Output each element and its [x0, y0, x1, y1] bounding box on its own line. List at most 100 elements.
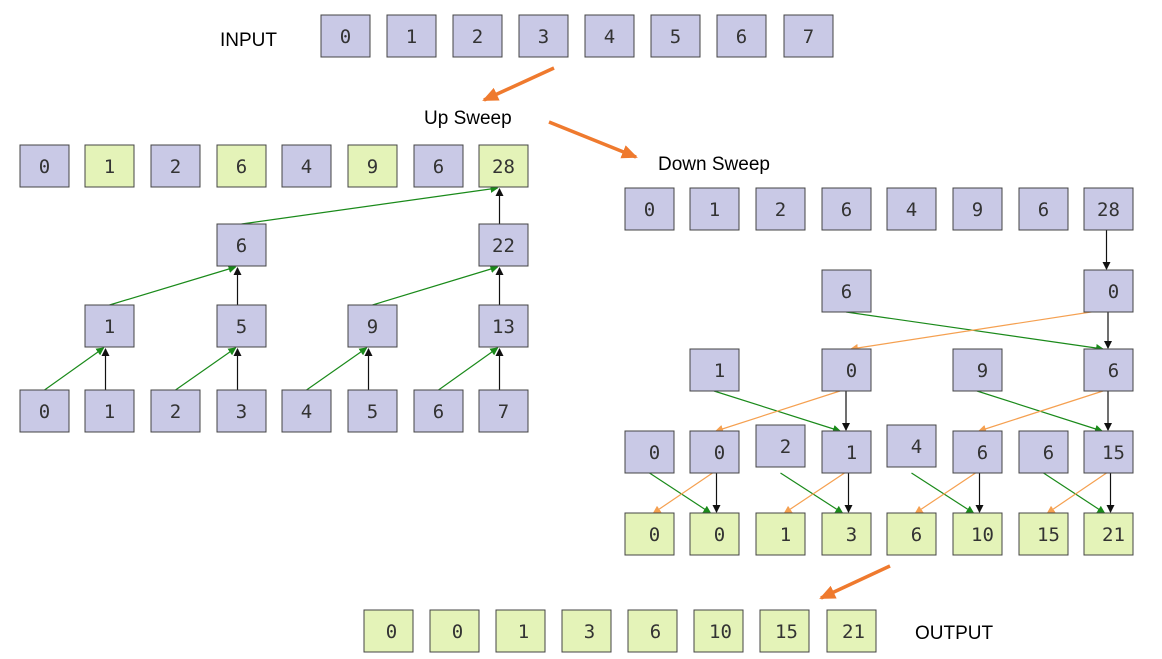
- output-cell-6: 15: [759, 609, 810, 653]
- input-cell-3: 3: [518, 14, 569, 58]
- down-row4-cell-0-value: 0: [649, 442, 660, 464]
- output-cell-5: 10: [693, 609, 744, 653]
- down-row4-cell-4-rect: [886, 424, 937, 468]
- down-row3-cell-2-value: 9: [977, 360, 988, 382]
- input-cell-1-rect: [386, 14, 437, 58]
- up-level2-cell-2: 9: [347, 304, 398, 348]
- up-l3-green-arrow-0: [241, 185, 499, 225]
- output-cell-7-value: 21: [842, 621, 865, 643]
- down-row1-cell-2-rect: [755, 187, 806, 231]
- output-cell-2-rect: [495, 609, 546, 653]
- down-row3-cell-3-rect: [1083, 348, 1134, 392]
- down-row1-cell-2-value: 2: [775, 199, 786, 221]
- down-r4-orange-arrow-2: [914, 472, 976, 514]
- input-cell-4: 4: [584, 14, 635, 58]
- up-level1-cell-2-rect: [150, 389, 201, 433]
- up-level1-cell-3-rect: [216, 389, 267, 433]
- down-row4-cell-1: 0: [689, 430, 740, 474]
- output-cell-4-rect: [627, 609, 678, 653]
- output-cell-5-value: 10: [709, 621, 732, 643]
- down-row2-cell-1: 0: [1083, 269, 1134, 313]
- output-cell-3-value: 3: [584, 621, 595, 643]
- up-level2-cell-1-value: 5: [236, 316, 247, 338]
- input-cell-5-value: 5: [670, 26, 681, 48]
- down-row3-cell-1-value: 0: [846, 360, 857, 382]
- down-row4-cell-3: 1: [821, 430, 872, 474]
- up-l1-green-arrow-0: [44, 347, 105, 391]
- up-level3-cell-0: 6: [216, 223, 267, 267]
- up-level1-cell-4-rect: [281, 389, 332, 433]
- up-result-cell-5-rect: [347, 144, 398, 188]
- output-cell-0-rect: [363, 609, 414, 653]
- up-level1-cell-2-value: 2: [170, 401, 181, 423]
- output-cell-4-value: 6: [650, 621, 661, 643]
- down-row3-cell-0-rect: [689, 348, 740, 392]
- down-row5-cell-5: 10: [952, 512, 1003, 556]
- down-row1-cell-0: 0: [624, 187, 675, 231]
- flow-arrow-input-to-up: [482, 66, 555, 102]
- down-row3-cell-2-rect: [952, 348, 1003, 392]
- up-result-cell-3: 6: [216, 144, 267, 188]
- down-row1-cell-0-value: 0: [644, 199, 655, 221]
- down-row5-cell-1-rect: [689, 512, 740, 556]
- down-row1-cell-5-value: 9: [972, 199, 983, 221]
- down-row4-cell-7: 15: [1083, 430, 1134, 474]
- up-level1-cell-7: 7: [478, 389, 529, 433]
- up-level1-cell-7-value: 7: [498, 401, 509, 423]
- up-result-cell-2-value: 2: [170, 156, 181, 178]
- down-sweep-label: Down Sweep: [658, 154, 770, 175]
- down-row1-cell-6-rect: [1018, 187, 1069, 231]
- up-level1-cell-3: 3: [216, 389, 267, 433]
- down-row1-cell-3-rect: [821, 187, 872, 231]
- down-row5-cell-0-rect: [624, 512, 675, 556]
- down-row5-cell-0: 0: [624, 512, 675, 556]
- down-r4-orange-arrow-1: [783, 472, 845, 514]
- down-r4-green-arrow-1: [780, 472, 844, 514]
- up-level1-cell-4: 4: [281, 389, 332, 433]
- down-row5-cell-6-rect: [1018, 512, 1069, 556]
- up-level1-cell-1-value: 1: [104, 401, 115, 423]
- up-l2-green-arrow-1: [372, 265, 499, 306]
- down-row5-cell-7: 21: [1083, 512, 1134, 556]
- up-result-cell-3-value: 6: [236, 156, 247, 178]
- output-cell-3: 3: [561, 609, 612, 653]
- up-l2-green-arrow-0: [109, 265, 237, 306]
- down-row4-cell-7-rect: [1083, 430, 1134, 474]
- up-result-cell-0: 0: [19, 144, 70, 188]
- down-row4-cell-6: 6: [1018, 430, 1069, 474]
- up-level2-cell-2-value: 9: [367, 316, 378, 338]
- down-row1-cell-2: 2: [755, 187, 806, 231]
- input-cell-2: 2: [452, 14, 503, 58]
- output-cell-7-rect: [826, 609, 877, 653]
- up-level1-cell-2: 2: [150, 389, 201, 433]
- up-level1-cell-0-rect: [19, 389, 70, 433]
- up-result-cell-6-rect: [413, 144, 464, 188]
- input-cell-7-rect: [783, 14, 834, 58]
- down-row1-cell-7: 28: [1083, 187, 1134, 231]
- down-row4-cell-3-value: 1: [846, 442, 857, 464]
- down-r4-orange-arrow-0: [652, 472, 713, 514]
- down-row2-cell-0-value: 6: [841, 281, 852, 303]
- up-result-cell-2-rect: [150, 144, 201, 188]
- input-cell-6-value: 6: [736, 26, 747, 48]
- up-level2-cell-1-rect: [216, 304, 267, 348]
- down-row3-cell-1-rect: [821, 348, 872, 392]
- up-result-cell-1-rect: [84, 144, 135, 188]
- input-cell-6: 6: [716, 14, 767, 58]
- up-level1-cell-3-value: 3: [236, 401, 247, 423]
- output-cell-2: 1: [495, 609, 546, 653]
- down-row1-cell-1-value: 1: [709, 199, 720, 221]
- down-row3-cell-0-value: 1: [714, 360, 725, 382]
- down-row3-cell-2: 9: [952, 348, 1003, 392]
- down-row1-cell-3: 6: [821, 187, 872, 231]
- down-row3-cell-1: 0: [821, 348, 872, 392]
- down-row5-cell-2-rect: [755, 512, 806, 556]
- output-label: OUTPUT: [915, 623, 994, 644]
- down-r4-orange-arrow-3: [1046, 472, 1107, 514]
- input-cell-0-rect: [320, 14, 371, 58]
- up-level3-cell-0-rect: [216, 223, 267, 267]
- up-l1-green-arrow-1: [175, 347, 237, 391]
- down-r4-green-arrow-2: [911, 472, 975, 514]
- down-row5-cell-3-rect: [821, 512, 872, 556]
- up-level1-cell-1: 1: [84, 389, 135, 433]
